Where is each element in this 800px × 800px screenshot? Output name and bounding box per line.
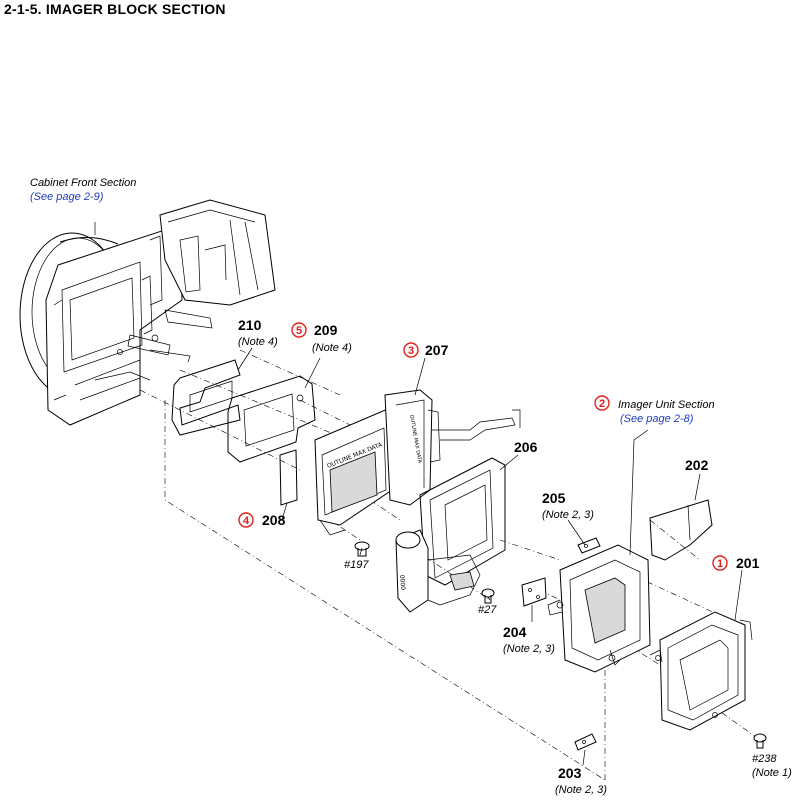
part-208-circle-number: 4: [243, 515, 250, 527]
part-209-number: 209: [314, 322, 338, 338]
part-207-circle-marker: [403, 342, 419, 358]
part-210-note: (Note 4): [238, 336, 278, 348]
part-201-circle-marker: [712, 555, 728, 571]
part-204-note: (Note 2, 3): [503, 643, 555, 655]
part-209-circle-number: 5: [296, 325, 302, 337]
screw-27-label: #27: [478, 604, 497, 616]
part-209-gasket: [227, 375, 316, 463]
cabinet-front-assembly: [19, 199, 276, 426]
screw-197-label: #197: [344, 559, 369, 571]
tube-assembly: 0000: [395, 529, 481, 613]
tube-stamp-text: 0000: [398, 575, 406, 591]
part-209-note: (Note 4): [312, 342, 352, 354]
part-208-circle-marker: [238, 512, 254, 528]
part-201-holder: [649, 611, 753, 731]
part-206-bracket: [419, 457, 506, 586]
part-207-number: 207: [425, 342, 449, 358]
screw-238-note: (Note 1): [752, 767, 792, 779]
part-208-number: 208: [262, 512, 286, 528]
part-201-number: 201: [736, 555, 760, 571]
cabinet-front-label: Cabinet Front Section: [30, 177, 136, 189]
part-203-note: (Note 2, 3): [555, 784, 607, 796]
part-209-circle-marker: [291, 322, 307, 338]
part-201-circle-number: 1: [717, 558, 723, 570]
part-203-plate: [574, 733, 597, 751]
part-203-number: 203: [558, 765, 582, 781]
part-210-gasket: [171, 359, 241, 436]
page-title: 2-1-5. IMAGER BLOCK SECTION: [4, 1, 226, 17]
screw-238: [753, 733, 767, 749]
imager-unit-ref-link[interactable]: (See page 2-8): [620, 413, 694, 425]
part-205-note: (Note 2, 3): [542, 509, 594, 521]
leader-lines: [94, 222, 743, 766]
part-207-frame: OUTLINE MAX DATA OUTLINE MAX DATA: [314, 389, 521, 536]
part-202-number: 202: [685, 457, 709, 473]
imager-unit-label: Imager Unit Section: [618, 399, 715, 411]
part-204-number: 204: [503, 624, 527, 640]
part-206-number: 206: [514, 439, 538, 455]
imager-unit: [547, 544, 651, 673]
labels: Cabinet Front Section (See page 2-9) 210…: [30, 177, 792, 796]
imager-unit-circle-number: 2: [599, 398, 605, 410]
part-210-number: 210: [238, 317, 262, 333]
screw-238-label: #238: [752, 753, 777, 765]
part-207-circle-number: 3: [408, 345, 414, 357]
cabinet-front-ref-link[interactable]: (See page 2-9): [30, 191, 104, 203]
screw-197: [354, 541, 370, 557]
part-205-plate: [577, 537, 601, 554]
screw-27: [481, 588, 495, 604]
imager-unit-circle-marker: [594, 395, 610, 411]
part-205-number: 205: [542, 490, 566, 506]
part-202-sheet: [649, 499, 713, 561]
part-204-plate: [521, 577, 547, 607]
part-208-sheet: [279, 449, 298, 506]
